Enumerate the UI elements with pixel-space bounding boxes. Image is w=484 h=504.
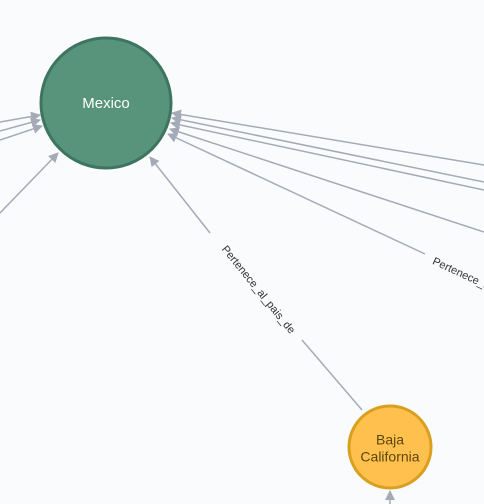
node-label-line1: Baja xyxy=(376,432,404,448)
relationship-edge[interactable] xyxy=(0,152,59,214)
relationship-edge[interactable] xyxy=(0,124,43,141)
relationship-edge[interactable] xyxy=(170,119,484,191)
relationship-edge[interactable] xyxy=(301,339,363,411)
relationship-edge[interactable] xyxy=(0,111,41,123)
relationship-edge[interactable] xyxy=(0,117,41,132)
node-label: Mexico xyxy=(82,95,130,112)
relationship-edge[interactable] xyxy=(167,133,426,255)
relationship-edge[interactable] xyxy=(169,127,484,233)
node-baja-california[interactable]: Baja California xyxy=(347,404,433,490)
relationship-edge[interactable] xyxy=(171,109,484,166)
relationship-edge[interactable] xyxy=(171,114,484,183)
relationship-label: Pertenece_al_pais_de xyxy=(219,244,297,337)
relationship-edge[interactable] xyxy=(149,156,211,234)
relationships-layer xyxy=(0,109,484,504)
node-mexico[interactable]: Mexico xyxy=(39,36,173,170)
relationship-label: Pertenece_al_pais_de xyxy=(431,255,484,312)
node-label-line2: California xyxy=(360,449,419,465)
